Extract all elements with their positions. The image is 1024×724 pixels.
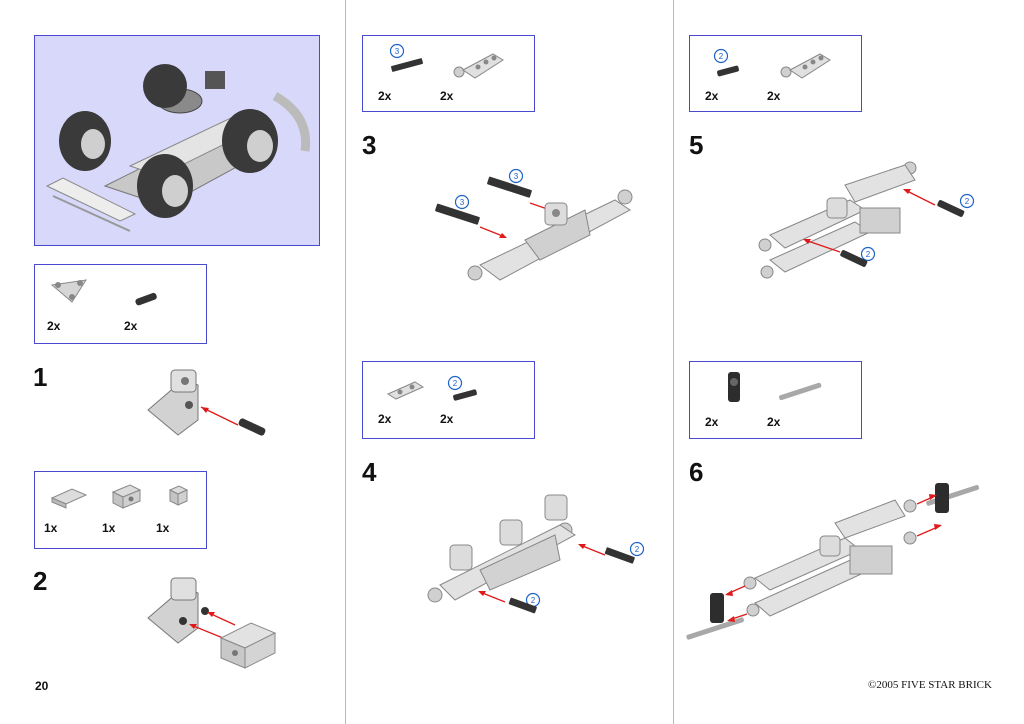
axle-with-stop-part <box>778 382 822 401</box>
parts-list-step-4: 2 2x 2x <box>362 361 535 439</box>
svg-text:2: 2 <box>719 52 724 61</box>
ball-joint-beam-part <box>780 53 831 79</box>
step-2-illustration <box>147 577 277 669</box>
quantity-label: 2x <box>705 415 719 429</box>
parts-list-step-6: 2x 2x <box>689 361 862 439</box>
copyright-text: 2005 FIVE STAR BRICK <box>876 679 992 691</box>
step-number: 6 <box>689 457 704 487</box>
svg-text:2: 2 <box>866 250 871 259</box>
column-divider-1 <box>345 0 346 724</box>
parts-list-step-5: 2 2x 2x <box>689 35 862 112</box>
callout-badge: 3 <box>389 43 405 59</box>
quantity-label: 2x <box>124 319 138 333</box>
quantity-label: 2x <box>767 89 781 103</box>
technic-brick-part <box>111 484 142 509</box>
axle-joiner-part <box>728 372 740 402</box>
step-number: 4 <box>362 457 377 487</box>
pin-part <box>717 65 739 77</box>
quantity-label: 1x <box>156 521 170 535</box>
quantity-label: 2x <box>767 415 781 429</box>
callout-badge: 2 <box>860 246 876 262</box>
callout-badge: 2 <box>447 375 463 391</box>
step-4-illustration: 2 2 <box>427 494 645 614</box>
step-number: 1 <box>33 362 48 392</box>
svg-text:3: 3 <box>460 198 465 207</box>
step-number: 5 <box>689 130 704 160</box>
svg-text:2: 2 <box>453 379 458 388</box>
quantity-label: 2x <box>47 319 61 333</box>
double-beam-part <box>386 381 425 400</box>
callout-badge: 2 <box>629 541 645 557</box>
step-5-illustration: 2 2 <box>758 161 975 279</box>
triangle-beam-part <box>50 279 88 303</box>
svg-text:2: 2 <box>531 596 536 605</box>
truck-model-illustration <box>45 64 311 232</box>
axle-part <box>390 58 424 72</box>
quantity-label: 2x <box>378 412 392 426</box>
svg-text:3: 3 <box>514 172 519 181</box>
parts-list-step-1: 2x 2x <box>34 264 207 344</box>
copyright-notice: ©2005 FIVE STAR BRICK <box>868 679 992 691</box>
quantity-label: 2x <box>705 89 719 103</box>
page-number: 20 <box>35 679 49 693</box>
copyright-symbol: © <box>868 679 877 691</box>
quantity-label: 2x <box>440 89 454 103</box>
callout-badge: 2 <box>713 48 729 64</box>
ball-joint-beam-part <box>453 53 504 79</box>
parts-list-step-2: 1x 1x 1x <box>34 471 207 549</box>
black-pin-part <box>135 292 157 306</box>
svg-text:2: 2 <box>965 197 970 206</box>
step-number: 3 <box>362 130 377 160</box>
plate-1x2-part <box>50 488 88 509</box>
quantity-label: 1x <box>44 521 58 535</box>
quantity-label: 2x <box>378 89 392 103</box>
column-divider-2 <box>673 0 674 724</box>
completed-model-preview <box>34 35 320 246</box>
brick-1x1-part <box>168 485 189 506</box>
callout-badge: 2 <box>959 193 975 209</box>
step-number: 2 <box>33 566 48 596</box>
step-1-illustration <box>147 369 266 436</box>
callout-badge: 3 <box>508 168 524 184</box>
svg-text:2: 2 <box>635 545 640 554</box>
parts-list-step-3: 3 2x 2x <box>362 35 535 112</box>
svg-text:3: 3 <box>395 47 400 56</box>
callout-badge: 3 <box>454 194 470 210</box>
step-6-illustration <box>686 483 980 640</box>
pin-part <box>453 389 477 401</box>
quantity-label: 1x <box>102 521 116 535</box>
quantity-label: 2x <box>440 412 454 426</box>
step-3-illustration: 3 3 <box>435 168 633 281</box>
